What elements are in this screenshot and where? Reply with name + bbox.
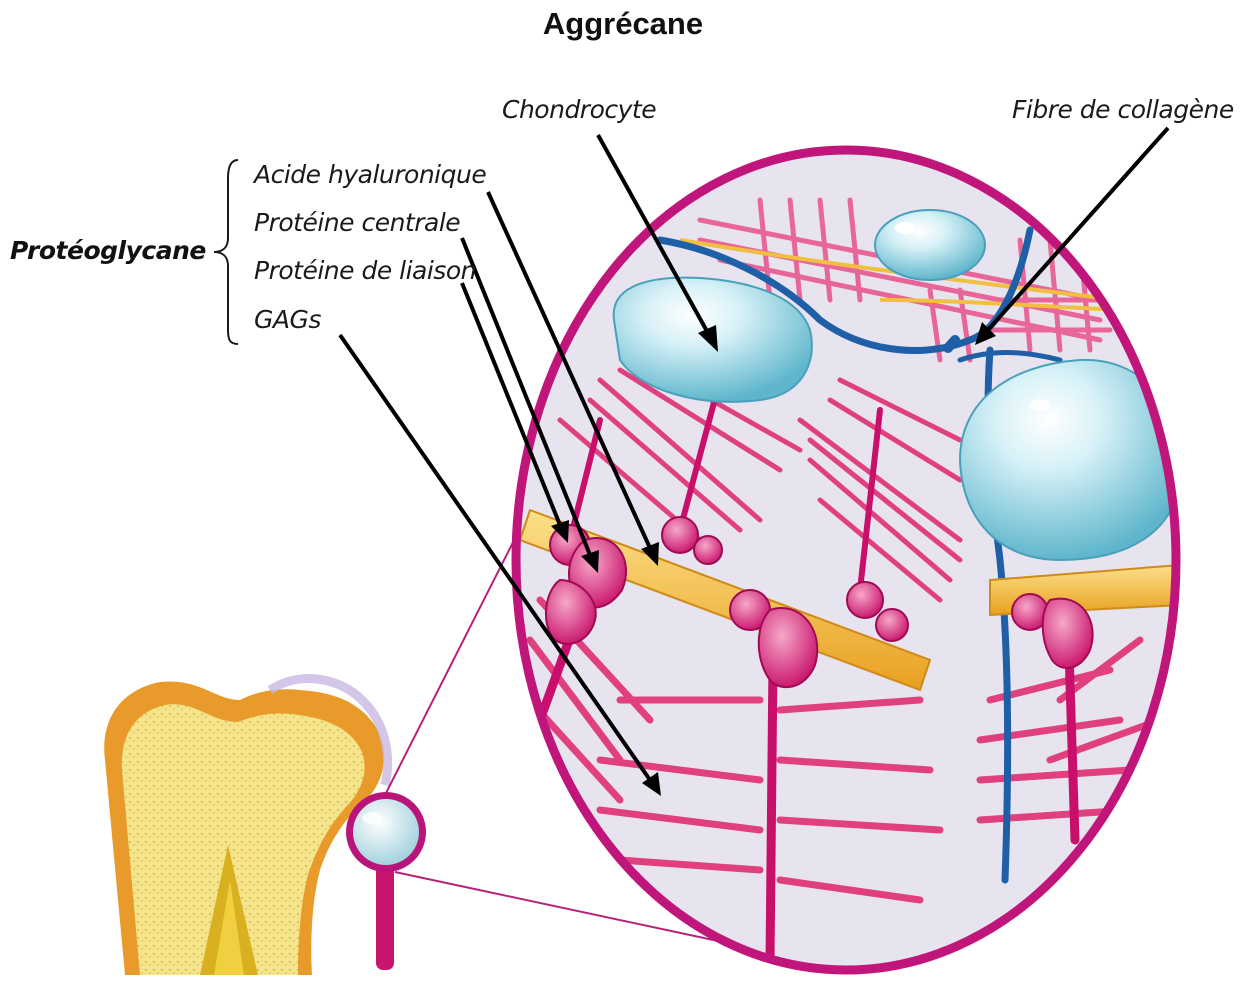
zoom-circle <box>516 150 1180 970</box>
label-core-protein: Protéine centrale <box>254 208 460 237</box>
label-proteoglycan: Protéoglycane <box>10 236 206 265</box>
label-hyaluronic-acid: Acide hyaluronique <box>254 160 486 189</box>
magnifier-lens <box>346 792 426 970</box>
proteoglycan-bracket <box>214 160 238 344</box>
label-chondrocyte: Chondrocyte <box>502 95 656 124</box>
label-collagen-fiber: Fibre de collagène <box>1012 95 1234 124</box>
bone-illustration <box>104 679 387 975</box>
label-gags: GAGs <box>254 305 321 334</box>
label-link-protein: Protéine de liaison <box>254 256 476 285</box>
